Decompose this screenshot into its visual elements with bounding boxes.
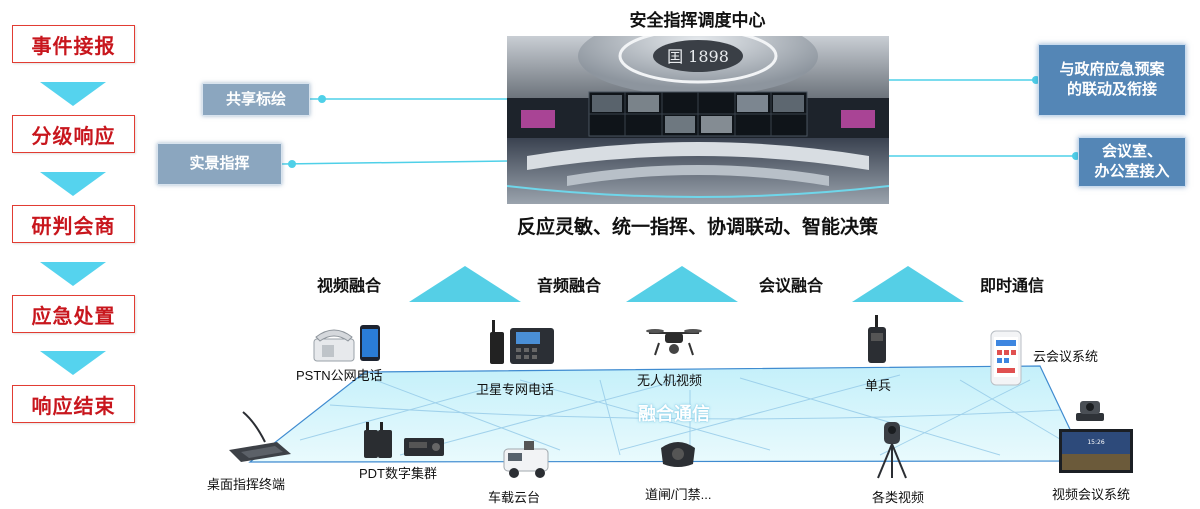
heading-meeting-fusion: 会议融合	[759, 278, 824, 295]
down-arrow	[40, 172, 106, 196]
drone-icon	[646, 329, 702, 356]
label-desktop: 桌面指挥终端	[207, 477, 286, 492]
ptz-camera-icon	[1076, 401, 1104, 421]
platform-label: 融合通信	[638, 404, 710, 424]
down-arrow	[40, 262, 106, 286]
label-drone: 无人机视频	[637, 373, 703, 388]
phone-icon	[313, 325, 380, 362]
label-soldier: 单兵	[865, 378, 892, 393]
command-center-photo: 囯 1898	[507, 36, 889, 204]
label-video: 各类视频	[872, 490, 925, 505]
tv-icon: 15:26	[1059, 429, 1133, 473]
label-gov-linkage-line1: 与政府应急预案	[1059, 61, 1165, 78]
down-arrow	[40, 351, 106, 375]
svg-text:囯 1898: 囯 1898	[667, 47, 729, 66]
center-subtitle: 反应灵敏、统一指挥、协调联动、智能决策	[516, 217, 878, 238]
step-consultation: 研判会商	[12, 205, 135, 243]
satellite-phone-icon	[490, 320, 554, 364]
label-gate: 道闸/门禁...	[645, 487, 712, 502]
label-vehicle: 车载云台	[488, 490, 541, 505]
gate-device-icon	[661, 442, 695, 467]
down-arrow	[40, 82, 106, 106]
center-title: 安全指挥调度中心	[629, 11, 766, 30]
label-live-command: 实景指挥	[157, 143, 282, 185]
step-event-report: 事件接报	[12, 25, 135, 63]
label-shared-plotting: 共享标绘	[202, 83, 310, 116]
app-phone-icon	[990, 330, 1022, 386]
desk-mic-icon	[229, 411, 291, 462]
up-arrow	[409, 266, 521, 302]
label-cloud: 云会议系统	[1033, 349, 1099, 364]
label-room-access-line2: 办公室接入	[1094, 163, 1170, 180]
heading-video-fusion: 视频融合	[317, 278, 382, 295]
vehicle-icon	[503, 441, 549, 478]
label-room-access-line1: 会议室、	[1101, 143, 1162, 160]
label-gov-linkage: 与政府应急预案 的联动及衔接	[1038, 44, 1186, 116]
tripod-camera-icon	[877, 422, 907, 479]
label-satellite: 卫星专网电话	[476, 382, 555, 397]
label-videoconf: 视频会议系统	[1052, 487, 1131, 502]
step-grade-response: 分级响应	[12, 115, 135, 153]
step-response-end: 响应结束	[12, 385, 135, 423]
label-pdt: PDT数字集群	[359, 466, 438, 481]
label-room-access: 会议室、 办公室接入	[1078, 137, 1186, 187]
up-arrow	[852, 266, 964, 302]
step-emergency-handling: 应急处置	[12, 295, 135, 333]
label-gov-linkage-line2: 的联动及衔接	[1066, 81, 1157, 98]
radio-icon	[868, 315, 886, 363]
walkie-talkie-icon	[364, 422, 444, 458]
label-pstn: PSTN公网电话	[296, 368, 383, 383]
heading-instant-comm: 即时通信	[980, 278, 1045, 295]
heading-audio-fusion: 音频融合	[537, 278, 602, 295]
svg-text:15:26: 15:26	[1087, 439, 1104, 446]
up-arrow	[626, 266, 738, 302]
